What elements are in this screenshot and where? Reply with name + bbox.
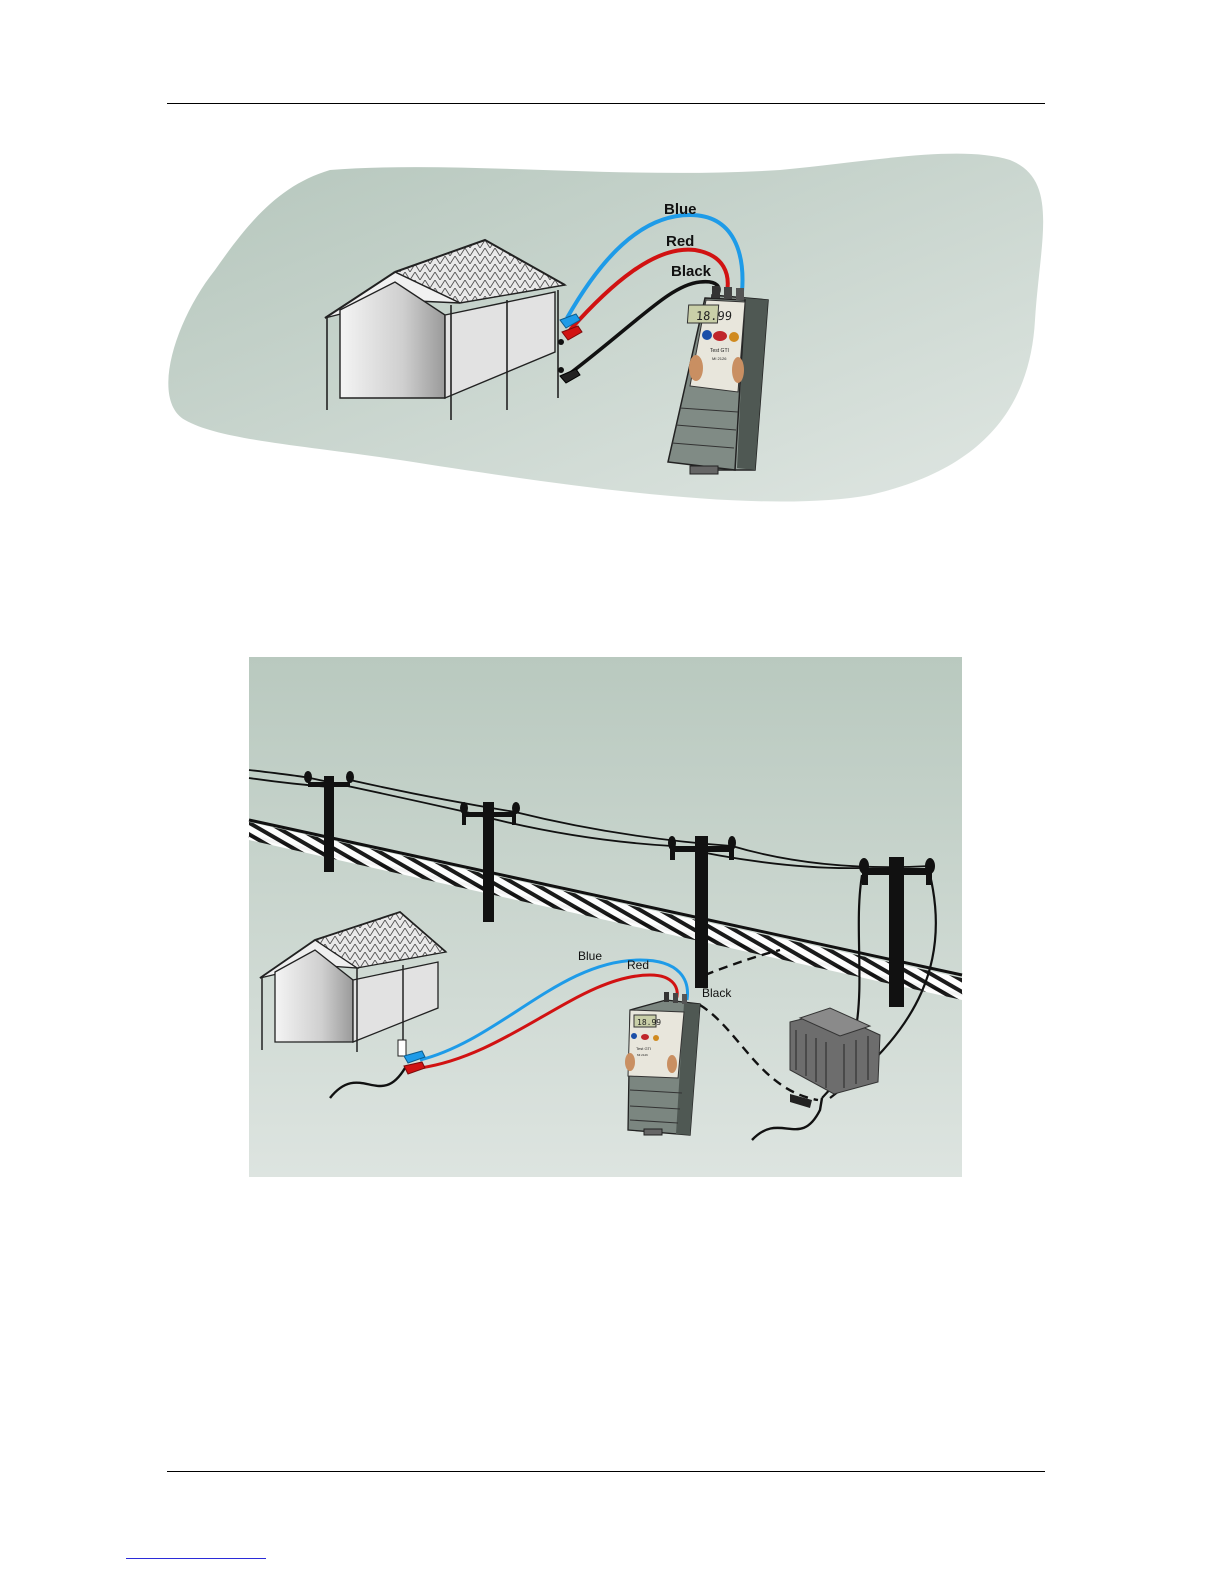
power-pole-4	[859, 857, 935, 1007]
meter-model-2: Test GTI	[636, 1046, 651, 1051]
lead-label-red: Red	[666, 233, 694, 250]
meter-sub: MI 2126	[712, 356, 727, 361]
overhead-wires	[249, 770, 930, 868]
footnote-rule	[126, 1558, 266, 1559]
lead-label-blue-2: Blue	[578, 949, 602, 963]
earth-tester-meter-2: 18.99 Test GTI MI 2126	[625, 992, 700, 1135]
lead-label-blue: Blue	[664, 201, 697, 218]
meter-sub-2: MI 2126	[637, 1053, 648, 1057]
lead-label-black: Black	[671, 263, 712, 280]
ground-area	[168, 154, 1043, 502]
meter-model: Test GTI	[710, 348, 729, 354]
power-pole-2	[460, 802, 520, 922]
meter-display-2: 18.99	[637, 1018, 661, 1027]
figure-1-house-measurement: Blue Red Black 18.99 Test GTI MI 2126	[0, 0, 1225, 560]
transformer	[790, 1008, 880, 1094]
scene-background	[249, 657, 962, 1177]
power-pole-3	[668, 836, 736, 988]
lead-label-red-2: Red	[627, 958, 649, 972]
meter-display: 18.99	[695, 309, 732, 323]
lead-label-black-2: Black	[702, 986, 732, 1000]
footer-rule	[167, 1471, 1045, 1472]
railway-track	[249, 820, 962, 1000]
house-2	[260, 912, 446, 1056]
power-pole-1	[304, 771, 354, 872]
